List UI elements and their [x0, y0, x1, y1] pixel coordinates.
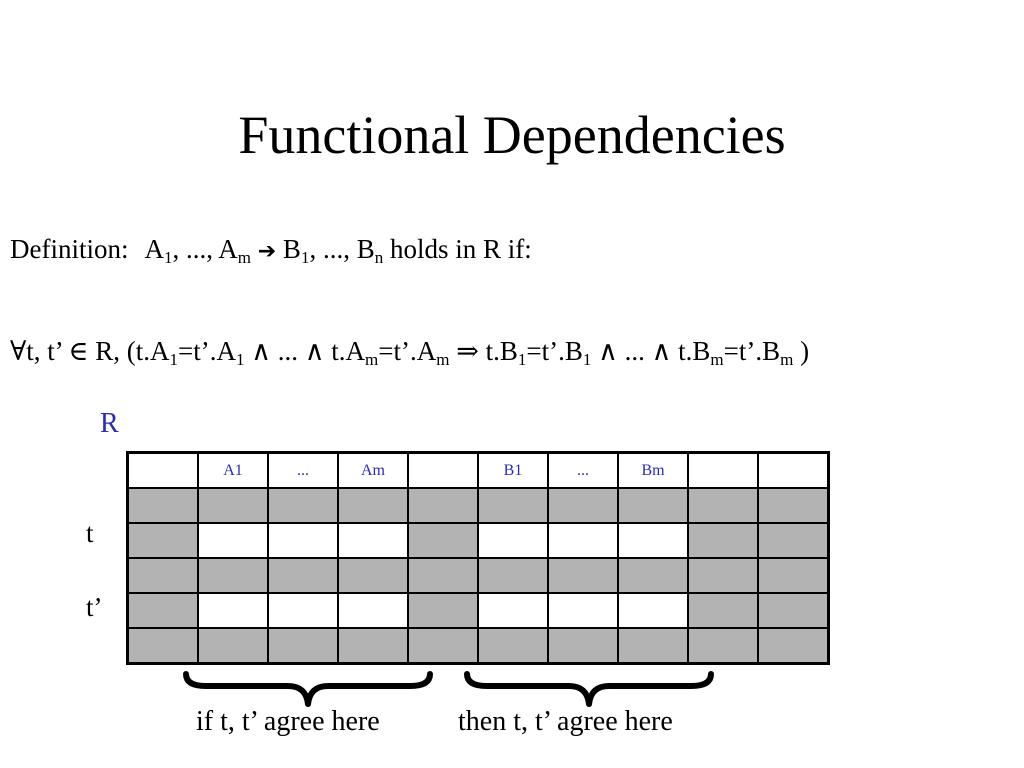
table-cell	[547, 592, 619, 629]
table-cell	[126, 487, 199, 524]
left-brace-icon	[183, 671, 433, 707]
table-cell	[617, 592, 689, 629]
table-header-row: A1 ... Am B1 ... Bm	[126, 451, 830, 489]
table-cell	[477, 522, 549, 559]
header-cell	[407, 451, 479, 489]
header-cell	[126, 451, 199, 489]
and-symbol: ∧	[598, 336, 618, 366]
table-cell	[687, 557, 759, 594]
header-cell	[757, 451, 830, 489]
table-row-t	[126, 522, 830, 559]
table-cell	[126, 557, 199, 594]
arrow-icon: ➔	[257, 239, 277, 264]
table-cell	[267, 522, 339, 559]
table-cell	[477, 627, 549, 665]
table-cell	[687, 487, 759, 524]
table-cell	[126, 592, 199, 629]
table-cell	[547, 627, 619, 665]
and-symbol: ∧	[651, 336, 672, 366]
header-cell-bm: Bm	[617, 451, 689, 489]
table-cell	[197, 522, 269, 559]
definition-line: Definition:A1, ..., Am ➔ B1, ..., Bn hol…	[10, 234, 532, 267]
table-cell	[547, 522, 619, 559]
table-cell	[407, 592, 479, 629]
and-symbol: ∧	[304, 336, 325, 366]
table-cell	[757, 522, 830, 559]
table-row-t-prime	[126, 592, 830, 629]
caption-right: then t, t’ agree here	[458, 706, 673, 737]
table-cell	[687, 627, 759, 665]
table-cell	[617, 557, 689, 594]
table-cell	[407, 627, 479, 665]
table-cell	[126, 522, 199, 559]
header-cell-b1: B1	[477, 451, 549, 489]
table-cell	[687, 522, 759, 559]
table-row	[126, 487, 830, 524]
definition-label: Definition:	[10, 234, 129, 264]
table-cell	[337, 557, 409, 594]
table-cell	[757, 592, 830, 629]
slide-title: Functional Dependencies	[238, 105, 786, 165]
relation-label: R	[100, 408, 119, 439]
header-cell	[687, 451, 759, 489]
implies-symbol: ⇒	[456, 336, 479, 366]
table-cell	[477, 487, 549, 524]
right-brace-icon	[464, 671, 714, 707]
table-cell	[337, 627, 409, 665]
table-cell	[407, 557, 479, 594]
table-cell	[197, 487, 269, 524]
table-cell	[407, 487, 479, 524]
table-cell	[197, 592, 269, 629]
header-cell-ellipsis: ...	[267, 451, 339, 489]
and-symbol: ∧	[251, 336, 272, 366]
row-label-t: t	[86, 518, 94, 548]
table-cell	[267, 557, 339, 594]
table-cell	[477, 592, 549, 629]
forall-symbol: ∀	[10, 336, 27, 366]
table-cell	[126, 627, 199, 665]
table-cell	[337, 487, 409, 524]
table-cell	[687, 592, 759, 629]
table-cell	[757, 487, 830, 524]
caption-left: if t, t’ agree here	[196, 706, 380, 737]
table-row	[126, 557, 830, 594]
table-cell	[337, 522, 409, 559]
table-cell	[267, 592, 339, 629]
table-cell	[197, 557, 269, 594]
table-cell	[547, 557, 619, 594]
relation-table: A1 ... Am B1 ... Bm	[126, 451, 830, 665]
header-cell-ellipsis: ...	[547, 451, 619, 489]
table-cell	[757, 627, 830, 665]
table-cell	[477, 557, 549, 594]
table-cell	[617, 487, 689, 524]
table-cell	[757, 557, 830, 594]
table-cell	[337, 592, 409, 629]
header-cell-a1: A1	[197, 451, 269, 489]
table-cell	[617, 627, 689, 665]
element-of-symbol: ∈	[68, 336, 89, 366]
formula-line: ∀t, t’ ∈ R, (t.A1=t’.A1 ∧ ... ∧ t.Am=t’.…	[10, 336, 810, 369]
table-cell	[617, 522, 689, 559]
table-cell	[407, 522, 479, 559]
table-cell	[197, 627, 269, 665]
row-label-t-prime: t’	[86, 592, 103, 622]
table-cell	[547, 487, 619, 524]
table-cell	[267, 627, 339, 665]
table-row	[126, 627, 830, 665]
header-cell-am: Am	[337, 451, 409, 489]
table-cell	[267, 487, 339, 524]
